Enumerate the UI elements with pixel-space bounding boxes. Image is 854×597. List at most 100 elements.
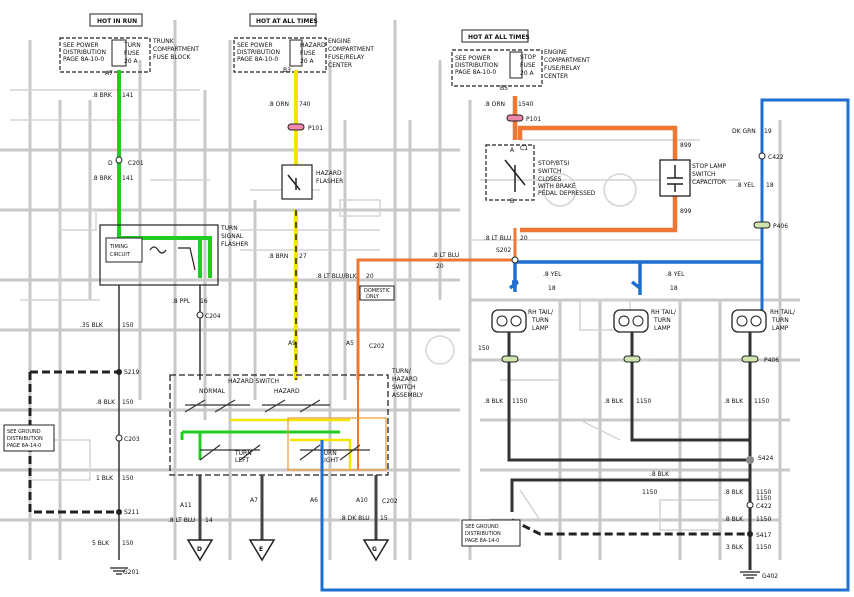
connector-label: P406: [773, 223, 788, 230]
connector-label: C203: [124, 436, 140, 443]
arrow-g-label: G: [372, 546, 377, 553]
fuse-label: FUSE: [300, 50, 316, 57]
connector-label: C201: [128, 160, 144, 167]
fuse-location: TRUNK: [152, 38, 175, 45]
connector-label: C202: [369, 343, 385, 350]
hot-label-text: HOT AT ALL TIMES: [256, 18, 318, 25]
connector-c422: [758, 152, 766, 160]
arrow-e-label: E: [259, 546, 263, 553]
see-power-text: PAGE 8A-10-0: [237, 56, 278, 63]
ground-dashed-loop-left: S219 .8 BLK 150 SEE GROUND DISTRIBUTION …: [3, 369, 140, 576]
fuse-location: FUSE BLOCK: [153, 54, 192, 61]
capacitor-text: STOP LAMP: [692, 163, 726, 170]
wire-label: 1150: [756, 489, 771, 496]
hot-label-text: HOT AT ALL TIMES: [468, 34, 530, 41]
ground-label: G201: [123, 569, 139, 576]
see-ground-text: PAGE 8A-14-0: [465, 538, 499, 544]
fuse-amp: 20 A: [300, 58, 315, 65]
wire-label: 14: [205, 517, 213, 524]
stop-fuse-block: SEE POWER DISTRIBUTION PAGE 8A-10-0 STOP…: [451, 49, 590, 92]
assembly-label: TURN/: [391, 368, 412, 375]
bottom-connector-lines: A11 A7 A6 A10 C202 .8 LT BLU 14 .8 DK BL…: [168, 475, 398, 540]
flasher-label: FLASHER: [221, 241, 248, 248]
see-ground-box-right: SEE GROUND DISTRIBUTION PAGE 8A-14-0: [461, 519, 521, 547]
see-power-text: PAGE 8A-10-0: [63, 56, 104, 63]
wire-label: .8 LT BLU: [168, 517, 195, 524]
fuse-location: CENTER: [328, 62, 352, 69]
pin-label: C1: [520, 145, 528, 152]
fuse-location: ENGINE: [544, 49, 567, 56]
arrow-d-label: D: [197, 546, 202, 553]
turn-left-text: LEFT: [235, 457, 249, 464]
turn-right-text: RIGHT: [320, 457, 339, 464]
p101-connector: [287, 123, 305, 131]
wire-label: 1150: [756, 516, 771, 523]
pin-label: B3: [283, 67, 291, 74]
assembly-label: HAZARD: [392, 376, 418, 383]
wire-label: .8 BRK: [92, 92, 113, 99]
wire-label: 141: [122, 175, 134, 182]
timing-circuit-text: TIMING: [109, 244, 128, 250]
fuse-location: COMPARTMENT: [544, 57, 590, 64]
fuse-name: STOP: [520, 54, 536, 61]
see-power-text: SEE POWER: [237, 42, 273, 49]
wire-label: 899: [680, 142, 692, 149]
switch-position-label: HAZARD: [274, 388, 300, 395]
see-ground-text: SEE GROUND: [7, 429, 41, 435]
yellow-hazard-wire: [230, 70, 352, 470]
wire-label: .35 BLK: [80, 322, 104, 329]
wire-label: .8 BLK: [484, 398, 504, 405]
pin-label: A11: [180, 502, 192, 509]
hazard-fuse-block: SEE POWER DISTRIBUTION PAGE 8A-10-0 HAZA…: [233, 37, 374, 74]
splice-label: S417: [756, 532, 771, 539]
lamp-text: LAMP: [532, 325, 549, 332]
hazard-flasher-text: HAZARD: [316, 170, 342, 177]
pin-label: B: [510, 198, 514, 205]
see-ground-text: SEE GROUND: [465, 524, 499, 530]
wire-label: .8 BLK: [724, 516, 744, 523]
connector-label: C202: [382, 498, 398, 505]
lamp-text: RH TAIL/: [651, 309, 677, 316]
splice-s202: [511, 256, 519, 264]
fuse-location: COMPARTMENT: [153, 46, 199, 53]
turn-signal-flasher: TIMING CIRCUIT TURN SIGNAL FLASHER: [99, 224, 248, 286]
pin-label: D: [108, 160, 113, 167]
stop-btsi-switch: C1 A B STOP/BTSI SWITCH CLOSES WITH BRAK…: [485, 144, 596, 205]
fuse-amp: 20 A: [520, 70, 535, 77]
pin-label: A7: [250, 497, 258, 504]
flasher-label: TURN: [220, 225, 238, 232]
lamp-text: TURN: [771, 317, 789, 324]
turn-left-text: TURN: [234, 450, 252, 457]
fuse-location: COMPARTMENT: [328, 46, 374, 53]
pin-label: A7: [105, 70, 113, 77]
wire-label: .8 YEL: [666, 271, 685, 278]
fuse-location: FUSE/RELAY: [328, 54, 365, 61]
wire-label: 1150: [642, 489, 657, 496]
wire-label: 20: [366, 273, 374, 280]
wire-label: .8 BRK: [92, 175, 113, 182]
lamp-text: LAMP: [654, 325, 671, 332]
rh-tail-turn-lamp-3: RH TAIL/ TURN LAMP: [731, 309, 796, 333]
wire-label: .8 YEL: [736, 182, 755, 189]
wire-label: 19: [764, 128, 772, 135]
stop-switch-text: SWITCH: [538, 168, 562, 175]
timing-circuit-text: CIRCUIT: [110, 252, 131, 258]
wire-label: 1 BLK: [96, 475, 114, 482]
wire-label: 20: [520, 235, 528, 242]
splice-label: S219: [124, 369, 139, 376]
wire-label: 740: [299, 101, 311, 108]
fuse-location: FUSE/RELAY: [544, 65, 581, 72]
connector-c204: [196, 311, 204, 319]
rh-tail-turn-lamp-1: RH TAIL/ TURN LAMP: [491, 309, 554, 333]
lamp-text: TURN: [653, 317, 671, 324]
see-power-text: DISTRIBUTION: [237, 49, 280, 56]
switch-position-label: NORMAL: [199, 388, 226, 395]
splice-label: S202: [496, 247, 511, 254]
wire-label: 1150: [756, 495, 771, 502]
wire-label: 1150: [512, 398, 527, 405]
see-power-text: SEE POWER: [455, 55, 491, 62]
wire-label: .8 BLK: [724, 489, 744, 496]
